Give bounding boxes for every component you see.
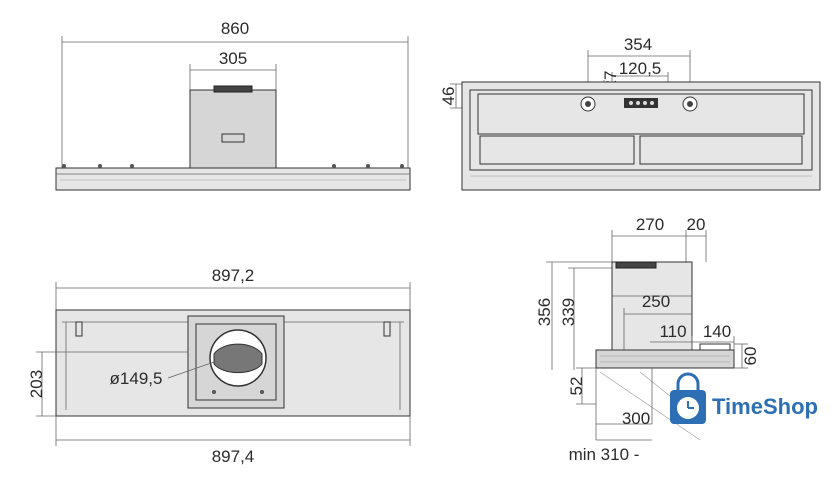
dim-min-310: min 310 - [569, 445, 640, 464]
dim-354: 354 [624, 35, 652, 54]
dim-270: 270 [636, 215, 664, 234]
dim-300: 300 [622, 409, 650, 428]
dim-20: 20 [687, 215, 706, 234]
dim-46: 46 [439, 87, 458, 106]
dim-diameter-149-5: ø149,5 [110, 369, 163, 388]
front-view: 354 120,5 27 46 [439, 35, 821, 191]
dim-52: 52 [567, 377, 586, 396]
side-view: 270 20 356 339 250 110 140 60 [535, 215, 760, 464]
dim-305: 305 [219, 49, 247, 68]
dim-897-2: 897,2 [212, 266, 255, 285]
dim-110: 110 [659, 322, 686, 341]
dim-250: 250 [642, 292, 670, 311]
dim-339: 339 [559, 298, 578, 326]
top-view: 860 305 [55, 19, 411, 191]
shopping-bag-clock-icon [670, 372, 706, 424]
dim-203: 203 [27, 370, 46, 398]
dim-60: 60 [741, 347, 760, 366]
timeshop-watermark: TimeShop [670, 372, 818, 424]
dim-860: 860 [221, 19, 249, 38]
watermark-brand: TimeShop [712, 394, 818, 419]
bottom-view: 897,2 ø149,5 203 897,4 [27, 266, 411, 466]
dim-120-5: 120,5 [619, 59, 662, 78]
dim-356: 356 [535, 298, 554, 326]
dim-897-4: 897,4 [212, 447, 255, 466]
dim-140: 140 [703, 322, 731, 341]
